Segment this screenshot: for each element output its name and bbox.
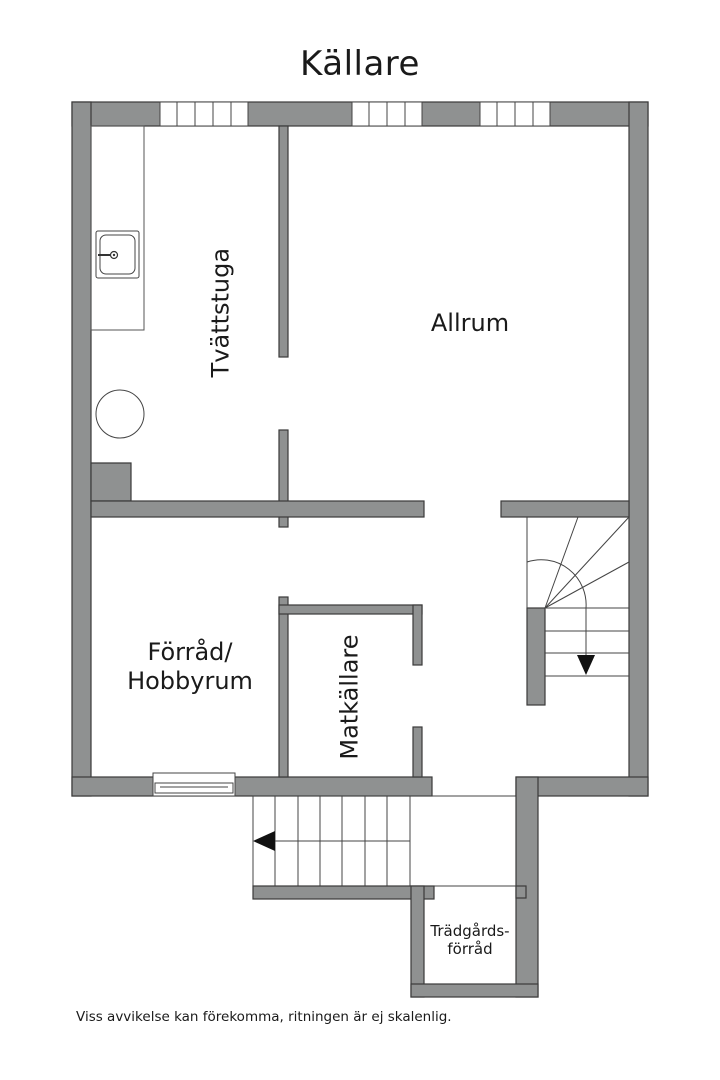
room-label-tradgard-line1: Trädgårds- (430, 922, 510, 940)
interior-walls (90, 125, 630, 778)
window-top-1 (159, 101, 249, 127)
room-label-allrum: Allrum (430, 309, 510, 337)
floor-title: Källare (300, 44, 420, 84)
room-label-matkallare: Matkällare (335, 634, 364, 760)
countertop (90, 125, 145, 331)
pillar (90, 462, 132, 502)
room-label-tradgardsforrad: Trädgårds- förråd (424, 922, 516, 959)
footnote: Viss avvikelse kan förekomma, ritningen … (76, 1009, 452, 1025)
sink-icon (95, 230, 140, 279)
window-bottom (152, 772, 236, 797)
room-label-forrad: Förråd/ Hobbyrum (110, 638, 270, 697)
round-appliance-icon (95, 389, 145, 439)
room-label-tvattstuga: Tvättstuga (206, 247, 235, 378)
spiral-stair (526, 516, 630, 677)
window-top-3 (479, 101, 551, 127)
room-label-forrad-line1: Förråd/ (147, 638, 233, 666)
room-label-tradgard-line2: förråd (447, 940, 493, 959)
stair-exit-arrow-icon (253, 831, 275, 851)
window-top-2 (351, 101, 423, 127)
stair-down-arrow-icon (577, 655, 595, 675)
room-label-forrad-line2: Hobbyrum (127, 667, 253, 696)
exterior-stair (252, 776, 539, 998)
